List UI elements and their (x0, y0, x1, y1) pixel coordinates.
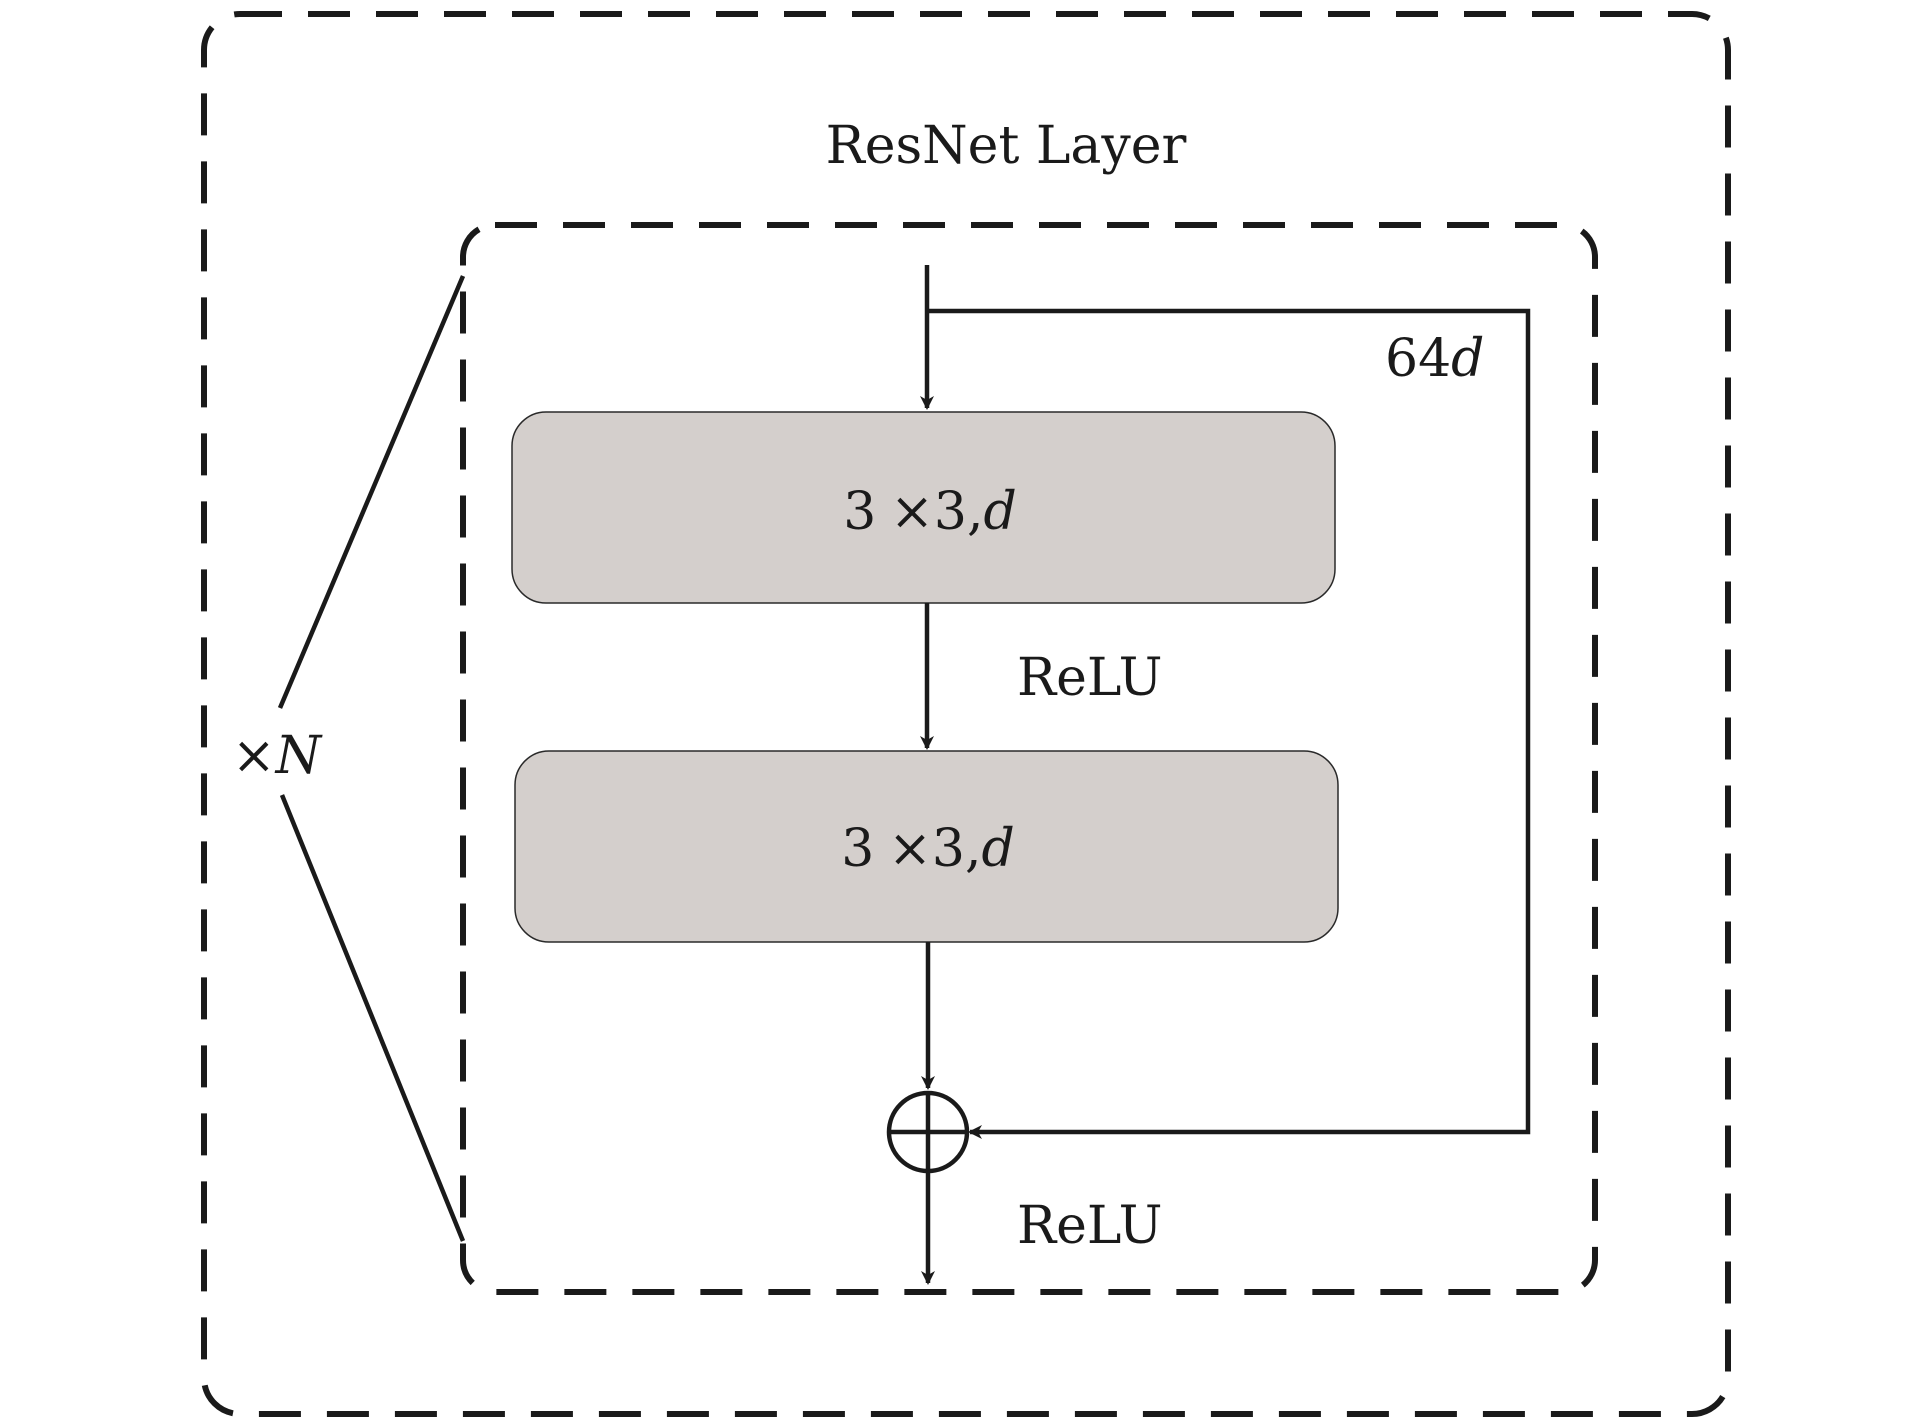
repeat-count-var: N (274, 726, 323, 786)
repeat-times-symbol: × (232, 726, 276, 786)
outer-dashed-frame (201, 11, 1731, 1417)
skip-label: 64d (1385, 329, 1484, 389)
relu-label-2: ReLU (1017, 1196, 1162, 1256)
conv-block-1 (511, 411, 1336, 604)
relu-label-1: ReLU (1017, 648, 1162, 708)
skip-connection-line (927, 308, 1531, 1139)
skip-label-num: 64 (1385, 329, 1451, 389)
add-node-icon (886, 1090, 970, 1174)
skip-label-var: d (1451, 329, 1484, 389)
conv-block-1-label: 3×3,d (843, 482, 1017, 542)
repeat-label: ×N (232, 726, 323, 786)
diagram-title: ResNet Layer (826, 116, 1187, 176)
expansion-line-bottom (279, 794, 466, 1242)
expansion-line-top (277, 275, 466, 709)
conv-block-2-label: 3×3,d (841, 819, 1015, 879)
